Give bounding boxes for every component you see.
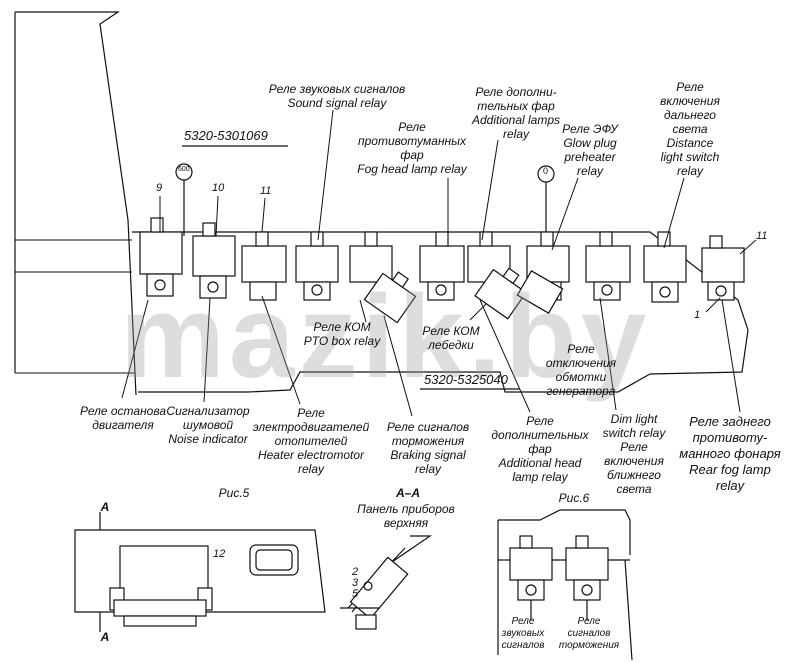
number-2: 2 (352, 566, 359, 578)
label-add-head: Реле дополнительных фар Additional head … (491, 414, 589, 484)
label-winch: Реле КОМ лебедки (422, 324, 480, 352)
caption-fig5: Рис.5 (218, 486, 250, 500)
label-dim-light: Dim light switch relay Реле включения бл… (602, 412, 666, 496)
label-panel: Панель приборов верхняя (357, 502, 455, 530)
label-additional-lamps: Реле дополни- тельных фар Additional lam… (471, 85, 561, 141)
label-generator: Реле отключения обмотки генератора (545, 342, 617, 398)
label-engine-stop: Реле останова двигателя (79, 404, 167, 432)
relay-pto (363, 271, 417, 324)
section-mark-top: А (100, 500, 110, 514)
number-11-right: 11 (756, 230, 768, 242)
part-number-middle: 5320-5325040 (424, 372, 508, 387)
label-brake-small: Реле сигналов торможения (558, 616, 620, 651)
label-sound-small: Реле звуковых сигналов (501, 616, 545, 651)
fig5-drawing (74, 512, 326, 632)
number-5: 5 (352, 588, 359, 600)
number-1: 1 (694, 309, 701, 321)
relay-dim (585, 231, 631, 301)
relay-fog (349, 231, 393, 283)
relay-9 (139, 217, 183, 297)
label-heater: Реле электродвигателей отопителей Heater… (252, 406, 370, 476)
caption-fig6: Рис.6 (558, 491, 590, 505)
relay-row (139, 217, 745, 324)
number-12: 12 (213, 548, 226, 560)
badge-600: 600 (178, 166, 190, 173)
relay-distance (643, 231, 687, 303)
number-11-left: 11 (260, 185, 272, 197)
relay-sound (295, 231, 339, 301)
section-drawing (340, 535, 432, 630)
label-glow-plug: Реле ЭФУ Glow plug preheater relay (562, 122, 618, 178)
relay-rear-fog (701, 235, 745, 301)
number-10: 10 (212, 182, 225, 194)
number-9: 9 (156, 182, 163, 194)
label-distance-light: Реле включения дальнего света Distance l… (660, 80, 720, 178)
relay-mid (419, 231, 465, 301)
relay-10 (192, 222, 236, 299)
relay-generator (516, 270, 564, 314)
badge-0: 0 (543, 166, 549, 176)
label-noise: Сигнализатор шумовой Noise indicator (166, 404, 250, 446)
label-fog-head: Реле противотуманных фар Fog head lamp r… (357, 120, 467, 176)
label-braking: Реле сигналов торможения Braking signal … (386, 420, 470, 476)
caption-section: А–А (395, 486, 420, 500)
relay-11a (241, 231, 287, 301)
label-sound-relay: Реле звуковых сигналов Sound signal rela… (268, 82, 406, 110)
label-pto: Реле КОМ PTO box relay (303, 320, 381, 348)
relay-winch (474, 267, 527, 320)
part-number-top: 5320-5301069 (184, 128, 268, 143)
section-mark-bottom: А (100, 630, 110, 644)
cab-outline (15, 11, 137, 396)
relay-panel-outline (132, 231, 749, 393)
label-rear-fog: Реле заднего противоту- манного фонаря R… (679, 414, 781, 493)
number-3: 3 (352, 577, 359, 589)
fig6-drawing (497, 509, 633, 661)
watermark: mazik.by (120, 271, 651, 403)
